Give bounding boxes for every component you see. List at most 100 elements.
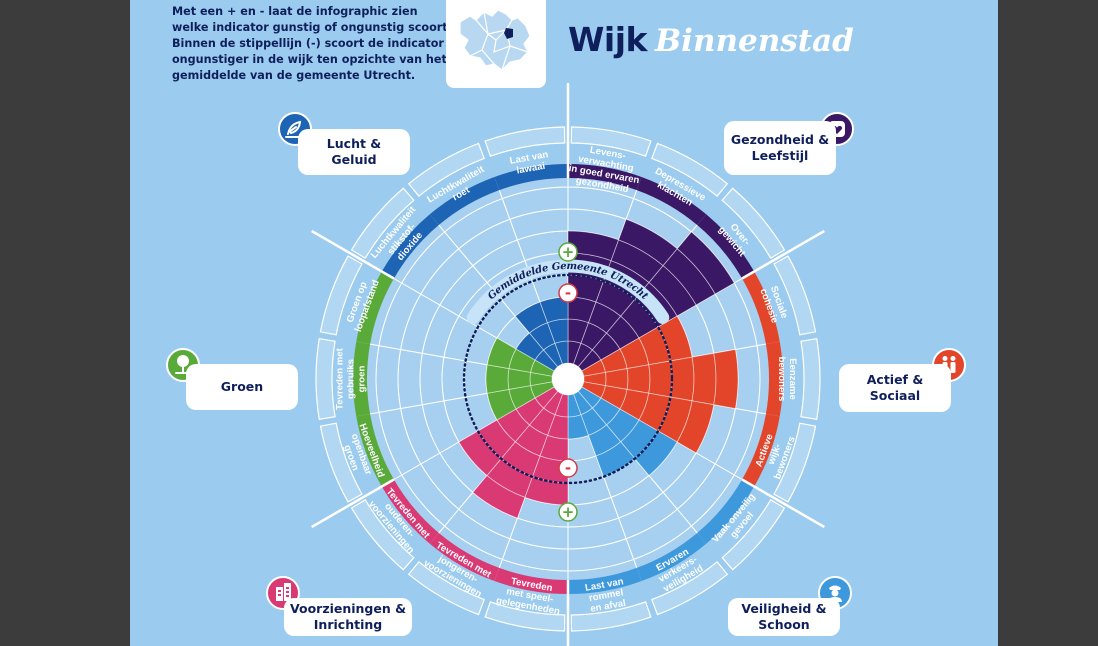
intro-text: Met een + en - laat de infographic zien …: [172, 4, 452, 84]
indicator-label: groen: [356, 366, 367, 393]
theme-name: Gezondheid & Leefstijl: [730, 132, 830, 163]
data-bar-cell: [539, 296, 569, 324]
outer-ring-cell: [773, 422, 817, 503]
indicator-label: Eenzame: [787, 358, 798, 400]
label-band-segment: [568, 164, 642, 191]
intro-line: Met een + en - laat de infographic zien: [172, 5, 418, 18]
outer-ring-cell: [484, 126, 566, 157]
label-band-segment: [636, 532, 707, 582]
indicator-label: bewoners: [776, 357, 787, 402]
theme-name: Actief & Sociaal: [866, 372, 924, 403]
data-bar: [581, 381, 715, 454]
band-divider-line: [741, 261, 770, 280]
plus-sign-bottom: +: [558, 502, 578, 522]
outer-ring-cell: [407, 561, 485, 616]
label-band-segment: [356, 413, 394, 487]
label-band-segment: [356, 271, 394, 345]
indicator-label: lawaai: [516, 161, 546, 177]
outer-ring-cell: [721, 499, 786, 571]
minus-sign-bottom: -: [558, 458, 578, 478]
data-bar: [524, 393, 569, 506]
data-bar-cell: [669, 356, 695, 402]
outer-ring-cell: [570, 601, 652, 632]
outer-ring-cell: [407, 142, 485, 197]
data-bar: [486, 337, 555, 377]
theme-divider-line: [768, 493, 825, 529]
theme-name: Voorzieningen & Inrichting: [289, 601, 407, 632]
band-divider-line: [366, 478, 395, 497]
map-icon: [459, 9, 531, 71]
data-bar: [539, 296, 569, 365]
label-band-segment: [742, 271, 780, 345]
theme-name: Veiligheid & Schoon: [741, 601, 827, 632]
theme-label-groen: Groen: [186, 364, 298, 410]
grid-cell: [419, 352, 445, 406]
grid-cell: [441, 356, 467, 402]
theme-name: Lucht & Geluid: [326, 136, 382, 167]
district-map: [446, 0, 546, 88]
grid-cell: [734, 345, 761, 413]
data-bar: [514, 301, 564, 368]
theme-divider-line: [311, 493, 368, 529]
theme-name: Groen: [220, 379, 264, 394]
intro-line: Binnen de stippellijn (-) scoort de indi…: [172, 37, 444, 50]
label-band-segment: [429, 532, 500, 582]
plus-sign-top-glyph: +: [562, 243, 575, 261]
outer-ring-cell: [315, 338, 336, 420]
data-bar: [458, 386, 559, 477]
theme-label-gezondheid: Gezondheid & Leefstijl: [724, 121, 836, 175]
label-band-segment: [494, 164, 568, 191]
theme-label-lucht: Lucht & Geluid: [298, 129, 410, 175]
label-band-segment: [697, 214, 755, 279]
outer-ring-cell: [651, 142, 729, 197]
data-bar-cell: [472, 474, 526, 519]
label-band-segment: [429, 176, 500, 226]
minus-sign-top-glyph: -: [565, 284, 571, 302]
outer-ring-cell: [721, 187, 786, 259]
title-district: Binnenstad: [654, 23, 854, 59]
intro-line: gemiddelde van de gemeente Utrecht.: [172, 69, 416, 82]
outer-ring-cell: [800, 338, 821, 420]
data-bar: [472, 390, 564, 519]
average-dotted-line: [462, 273, 674, 485]
label-band-segment: [381, 479, 439, 544]
label-band-segment: [494, 567, 568, 594]
theme-divider-line: [311, 229, 368, 265]
theme-label-veiligheid: Veiligheid & Schoon: [728, 598, 840, 636]
outer-ring-cell: [319, 422, 363, 503]
outer-ring-cell: [350, 187, 415, 259]
indicator-label: Tevreden met: [335, 347, 346, 409]
center-hub: [552, 363, 584, 395]
label-band-segment: [636, 176, 707, 226]
minus-sign-top: -: [558, 283, 578, 303]
plus-sign-top-circle: [558, 242, 578, 262]
grid-cell: [397, 348, 423, 410]
label-band-segment: [568, 567, 642, 594]
title-prefix: Wijk: [568, 20, 647, 59]
buildings-icon: [266, 576, 300, 610]
data-bar-cell: [676, 231, 735, 295]
data-bar-cell: [626, 364, 651, 394]
grid-cell: [463, 360, 488, 398]
outer-ring-cell: [350, 499, 415, 571]
grid-cell: [375, 345, 402, 413]
label-band-segment: [697, 479, 755, 544]
outer-ring-cell: [484, 601, 566, 632]
intro-line: ongunstiger in de wijk ten opzichte van …: [172, 53, 447, 66]
data-bar: [581, 315, 693, 377]
plus-sign-bottom-circle: [558, 502, 578, 522]
label-band-segment: [381, 214, 439, 279]
theme-divider-line: [768, 229, 825, 265]
label-band-segment: [353, 341, 371, 417]
outer-ring-cell: [773, 255, 817, 336]
plus-sign-bottom-glyph: +: [562, 503, 575, 521]
data-bar-cell: [648, 360, 673, 398]
data-bar-cell: [485, 364, 510, 394]
label-band-segment: [742, 413, 780, 487]
outer-ring-cell: [319, 255, 363, 336]
data-bar-cell: [691, 352, 717, 406]
data-bar: [486, 381, 555, 421]
